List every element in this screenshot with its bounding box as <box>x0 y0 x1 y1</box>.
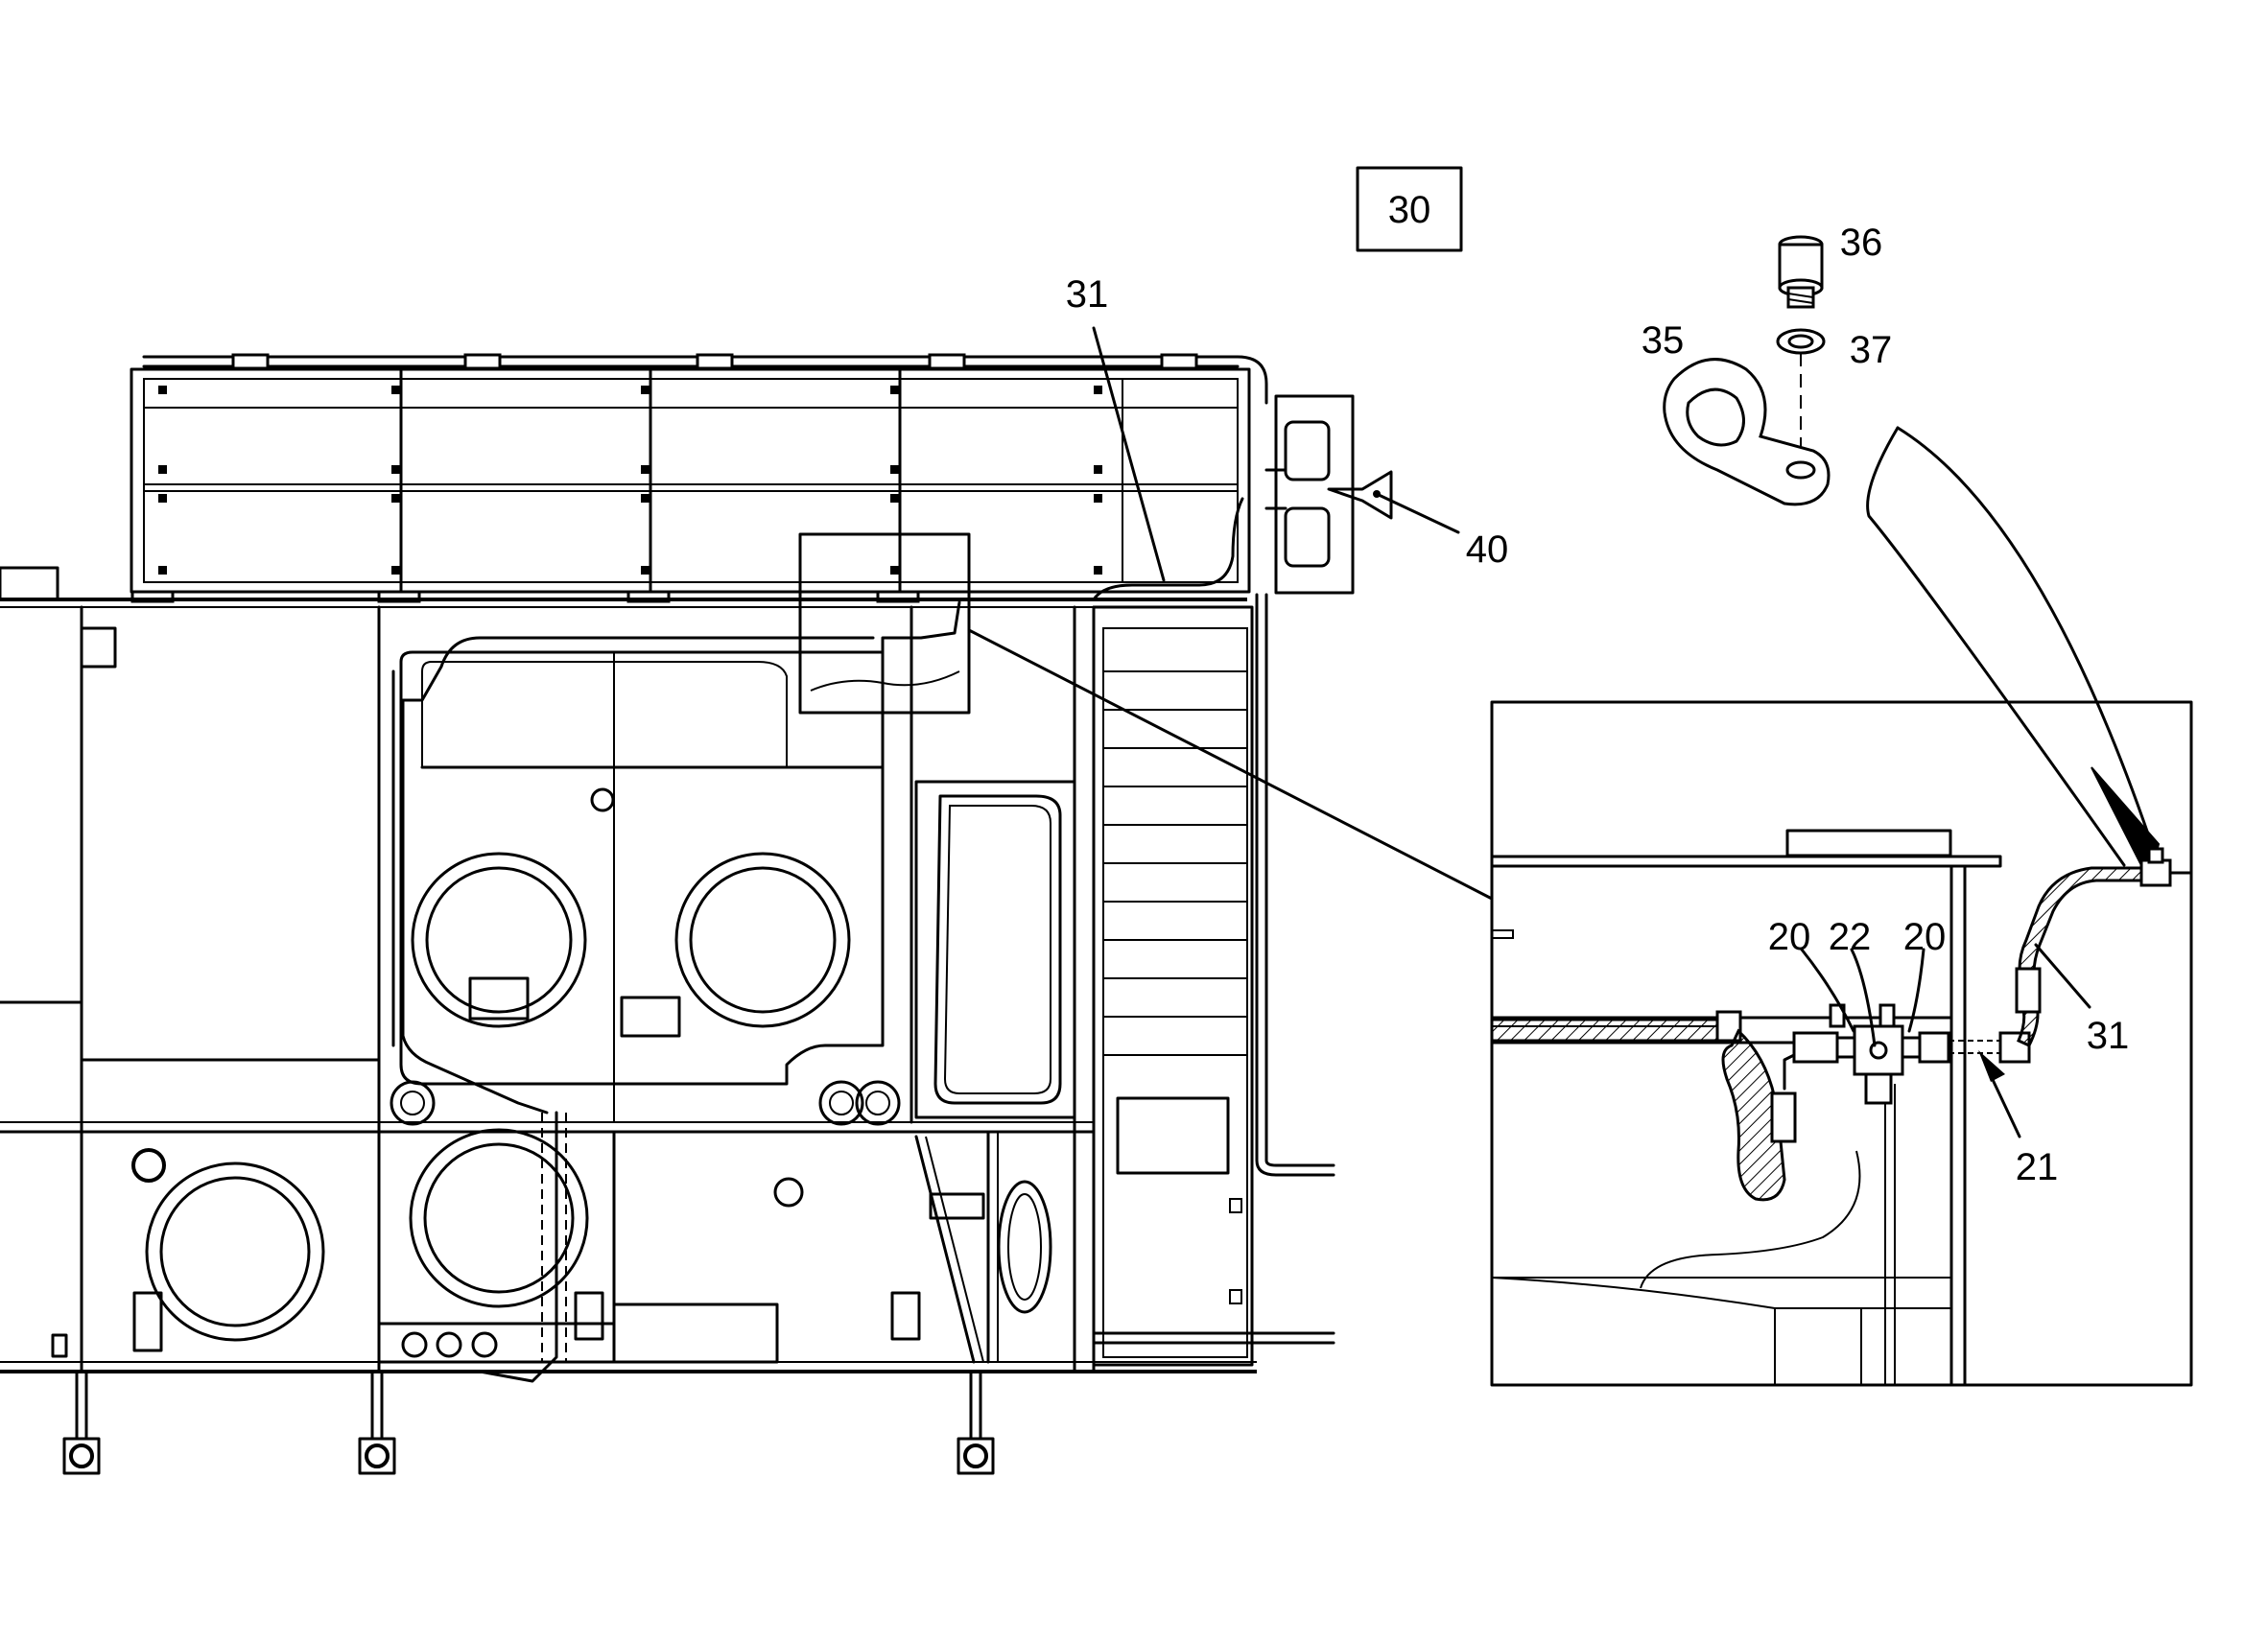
stair-steps <box>1103 670 1247 1056</box>
hydraulic-line <box>391 497 1244 1383</box>
machine-assembly <box>0 353 1393 1475</box>
clamp-35 <box>1663 358 1831 506</box>
callout-20-right: 20 <box>1903 916 1947 958</box>
support-legs <box>62 1370 995 1475</box>
callout-31-detail: 31 <box>2087 1015 2130 1057</box>
callout-35: 35 <box>1642 319 1685 362</box>
callout-20-left: 20 <box>1768 916 1811 958</box>
callout-21: 21 <box>2016 1146 2059 1188</box>
callout-36: 36 <box>1840 222 1883 264</box>
top-frame <box>130 353 1268 603</box>
callout-40: 40 <box>1466 528 1509 571</box>
sheet-number-box: 30 <box>1356 166 1463 252</box>
connector-housing <box>1264 394 1393 595</box>
detail-view <box>1490 700 2193 1387</box>
main-body <box>0 566 1335 1373</box>
callout-37: 37 <box>1850 329 1893 371</box>
bolt-36 <box>1778 235 1824 309</box>
round-ports <box>131 852 901 1358</box>
exploded-clamp-parts <box>1663 235 1831 506</box>
clamp-pointer <box>1866 426 2161 883</box>
callout-labels: 31 35 36 37 40 20 22 20 31 21 <box>1066 222 2130 1188</box>
sheet-number: 30 <box>1388 189 1431 231</box>
frame-bolts <box>158 386 1102 575</box>
callout-leaders <box>1092 326 2091 1138</box>
detail-leader-line <box>967 628 1494 901</box>
callout-22: 22 <box>1829 916 1872 958</box>
tee-block-22 <box>1853 1024 1904 1076</box>
detail-source-box <box>798 532 971 715</box>
washer-37 <box>1776 328 1826 355</box>
callout-31-main: 31 <box>1066 273 1109 316</box>
